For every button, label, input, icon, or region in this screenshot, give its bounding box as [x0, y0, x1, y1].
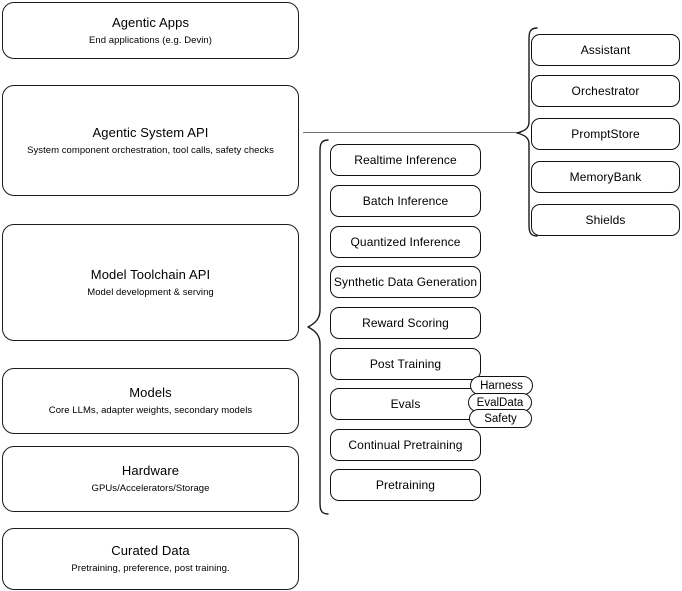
system-component-orchestrator[interactable]: Orchestrator	[531, 75, 680, 107]
stack-layer-agentic-apps[interactable]: Agentic Apps End applications (e.g. Devi…	[2, 2, 299, 59]
toolchain-component-synthetic-data-generation[interactable]: Synthetic Data Generation	[330, 266, 481, 298]
stack-layer-subtitle: Model development & serving	[87, 286, 214, 298]
eval-subcomponent-label: Harness	[480, 379, 523, 392]
system-component-label: MemoryBank	[569, 170, 642, 184]
stack-layer-curated-data[interactable]: Curated Data Pretraining, preference, po…	[2, 528, 299, 590]
stack-layer-agentic-system-api[interactable]: Agentic System API System component orch…	[2, 85, 299, 196]
system-component-label: Assistant	[580, 43, 631, 57]
eval-subcomponent-label: EvalData	[476, 396, 524, 409]
toolchain-component-batch-inference[interactable]: Batch Inference	[330, 185, 481, 217]
toolchain-component-continual-pretraining[interactable]: Continual Pretraining	[330, 429, 481, 461]
stack-layer-title: Curated Data	[111, 543, 190, 558]
toolchain-component-post-training[interactable]: Post Training	[330, 348, 481, 380]
eval-subcomponent-label: Safety	[484, 412, 517, 425]
stack-layer-subtitle: GPUs/Accelerators/Storage	[91, 483, 210, 494]
toolchain-component-label: Pretraining	[375, 478, 436, 492]
connector-system-api-to-components	[303, 132, 521, 133]
toolchain-component-label: Continual Pretraining	[348, 438, 463, 452]
eval-subcomponent-harness[interactable]: Harness	[470, 376, 533, 395]
system-component-shields[interactable]: Shields	[531, 204, 680, 236]
brace-system-components	[516, 27, 538, 237]
stack-layer-model-toolchain-api[interactable]: Model Toolchain API Model development & …	[2, 224, 299, 341]
toolchain-component-label: Evals	[390, 397, 421, 411]
stack-layer-title: Agentic Apps	[111, 14, 190, 30]
stack-layer-title: Model Toolchain API	[90, 266, 211, 282]
stack-layer-subtitle: End applications (e.g. Devin)	[89, 34, 212, 46]
stack-layer-models[interactable]: Models Core LLMs, adapter weights, secon…	[2, 368, 299, 434]
toolchain-component-evals[interactable]: Evals	[330, 388, 481, 420]
eval-subcomponent-evaldata[interactable]: EvalData	[468, 393, 532, 412]
stack-layer-subtitle: System component orchestration, tool cal…	[27, 144, 274, 156]
stack-layer-title: Agentic System API	[92, 124, 209, 140]
stack-layer-title: Models	[129, 385, 172, 400]
toolchain-component-label: Post Training	[369, 357, 442, 371]
system-component-assistant[interactable]: Assistant	[531, 34, 680, 66]
toolchain-component-pretraining[interactable]: Pretraining	[330, 469, 481, 501]
system-component-promptstore[interactable]: PromptStore	[531, 118, 680, 150]
system-component-label: PromptStore	[571, 127, 640, 141]
toolchain-component-label: Synthetic Data Generation	[333, 275, 478, 289]
system-component-label: Orchestrator	[571, 84, 640, 98]
stack-layer-subtitle: Core LLMs, adapter weights, secondary mo…	[48, 405, 253, 416]
toolchain-component-quantized-inference[interactable]: Quantized Inference	[330, 226, 481, 258]
toolchain-component-label: Quantized Inference	[350, 235, 461, 249]
eval-subcomponent-safety[interactable]: Safety	[469, 409, 532, 428]
toolchain-component-label: Reward Scoring	[362, 316, 449, 330]
brace-toolchain-components	[307, 139, 329, 515]
system-component-label: Shields	[585, 213, 626, 227]
stack-layer-subtitle: Pretraining, preference, post training.	[71, 563, 230, 574]
stack-layer-hardware[interactable]: Hardware GPUs/Accelerators/Storage	[2, 446, 299, 512]
toolchain-component-label: Realtime Inference	[354, 153, 457, 167]
stack-layer-title: Hardware	[121, 463, 180, 478]
toolchain-component-realtime-inference[interactable]: Realtime Inference	[330, 144, 481, 176]
system-component-memorybank[interactable]: MemoryBank	[531, 161, 680, 193]
toolchain-component-label: Batch Inference	[362, 194, 449, 208]
toolchain-component-reward-scoring[interactable]: Reward Scoring	[330, 307, 481, 339]
